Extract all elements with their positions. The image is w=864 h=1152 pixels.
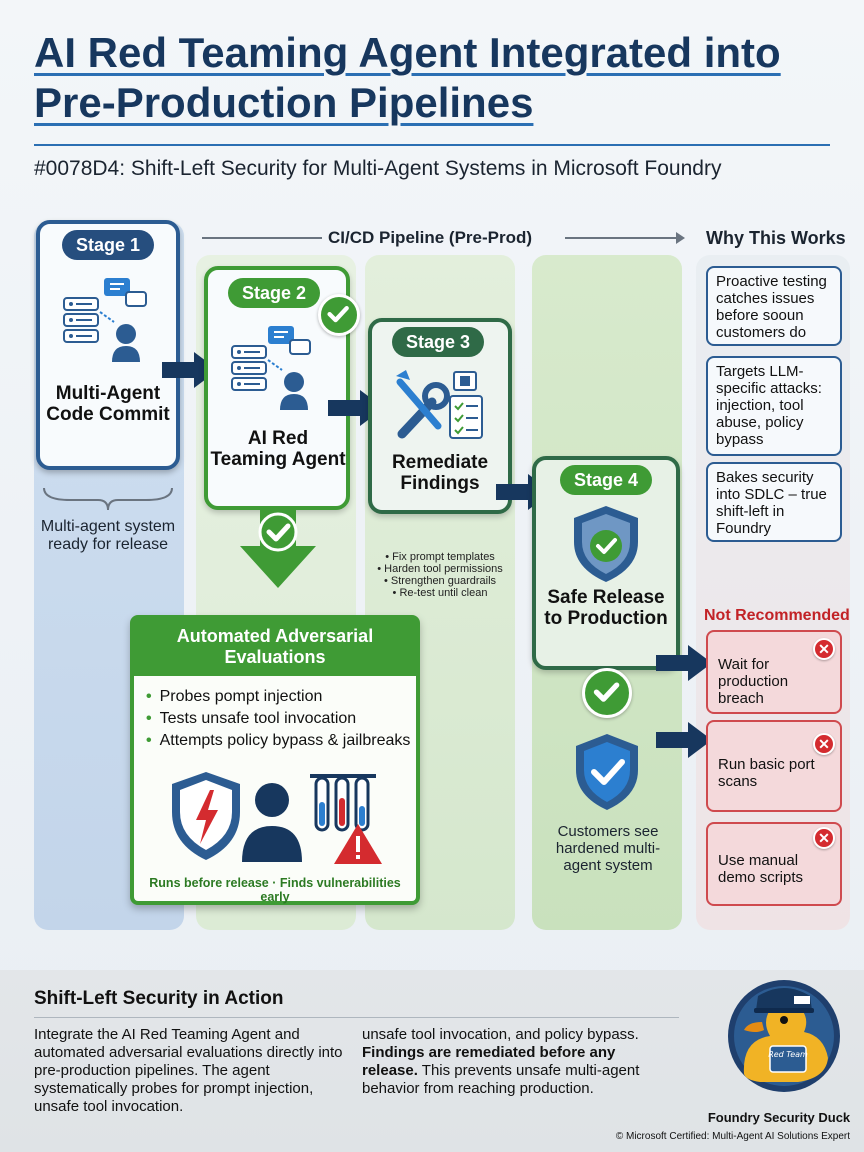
stage1-label: Multi-Agent Code Commit <box>46 383 170 425</box>
pipeline-arrow-icon <box>676 232 685 244</box>
check-icon <box>318 294 360 336</box>
warning-icon <box>334 824 382 864</box>
brace-icon <box>43 487 173 511</box>
bottom-left-text: Integrate the AI Red Teaming Agent and a… <box>34 1026 343 1115</box>
arrow-down-icon <box>240 508 316 588</box>
pipeline-line-right <box>565 237 680 239</box>
close-icon: ✕ <box>813 638 835 660</box>
stage3-label: Remediate Findings <box>391 452 489 494</box>
mascot-name: Foundry Security Duck <box>707 1110 851 1125</box>
bottom-panel <box>0 970 864 1152</box>
list-item: Probes pompt injection <box>160 686 418 708</box>
shield-check-icon <box>576 734 638 810</box>
bottom-divider <box>34 1017 679 1018</box>
close-icon: ✕ <box>813 733 835 755</box>
stage1-caption: Multi-agent system ready for release <box>40 518 176 553</box>
duck-mascot-icon: Red Team <box>728 980 840 1092</box>
stage1-card <box>36 220 180 470</box>
stage4-caption: Customers see hardened multi-agent syste… <box>555 823 661 874</box>
stage4-label: Safe Release to Production <box>544 587 668 629</box>
evaluations-footer: Runs before release · Finds vulnerabilit… <box>149 876 401 904</box>
pipeline-label: CI/CD Pipeline (Pre-Prod) <box>328 228 533 247</box>
stage3-bullets: • Fix prompt templates • Harden tool per… <box>370 551 510 599</box>
list-item: Tests unsafe tool invocation <box>160 708 418 730</box>
stage2-badge: Stage 2 <box>228 278 320 308</box>
list-item: Attempts policy bypass & jailbreaks <box>160 730 418 752</box>
list-item: • Re-test until clean <box>392 587 488 599</box>
mascot-badge-text: Red Team <box>768 1050 808 1059</box>
arrow-right-icon <box>656 722 712 758</box>
pipeline-line-left <box>202 237 322 239</box>
arrow-right-icon <box>656 645 712 681</box>
bottom-title: Shift-Left Security in Action <box>34 988 284 1009</box>
page-title: AI Red Teaming Agent Integrated into Pre… <box>34 29 781 126</box>
not-recommended-title: Not Recommended <box>704 607 850 624</box>
test-tubes-icon <box>310 774 376 832</box>
copyright: © Microsoft Certified: Multi-Agent AI So… <box>615 1131 850 1142</box>
why-item: Targets LLM-specific attacks: injection,… <box>706 356 842 456</box>
evaluations-illustration <box>172 772 382 864</box>
stage3-badge: Stage 3 <box>392 327 484 357</box>
check-icon <box>582 668 632 718</box>
list-item: • Harden tool permissions <box>377 563 503 575</box>
stage1-badge: Stage 1 <box>62 230 154 260</box>
why-item: Proactive testing catches issues before … <box>706 266 842 346</box>
title-divider <box>34 144 830 146</box>
user-icon <box>242 783 302 862</box>
close-icon: ✕ <box>813 827 835 849</box>
shield-check-icon <box>574 506 638 582</box>
agents-chat-icon <box>63 278 147 362</box>
tools-checklist-icon <box>396 370 483 439</box>
list-item: • Strengthen guardrails <box>383 575 497 587</box>
bottom-right-text: unsafe tool invocation, and policy bypas… <box>362 1026 640 1097</box>
shield-lightning-icon <box>172 772 240 860</box>
not-recommended-item: Use manual demo scripts <box>706 822 842 906</box>
stage2-label: AI Red Teaming Agent <box>210 428 346 470</box>
agents-chat-icon <box>231 326 311 410</box>
list-item: • Fix prompt templates <box>385 551 495 563</box>
page-subtitle: #0078D4: Shift-Left Security for Multi-A… <box>34 157 722 180</box>
why-title: Why This Works <box>706 228 846 248</box>
why-item: Bakes security into SDLC – true shift-le… <box>706 462 842 542</box>
stage4-badge: Stage 4 <box>560 465 652 495</box>
evaluations-list: Probes pompt injection Tests unsafe tool… <box>160 686 418 752</box>
evaluations-title: Automated Adversarial Evaluations <box>134 619 416 676</box>
